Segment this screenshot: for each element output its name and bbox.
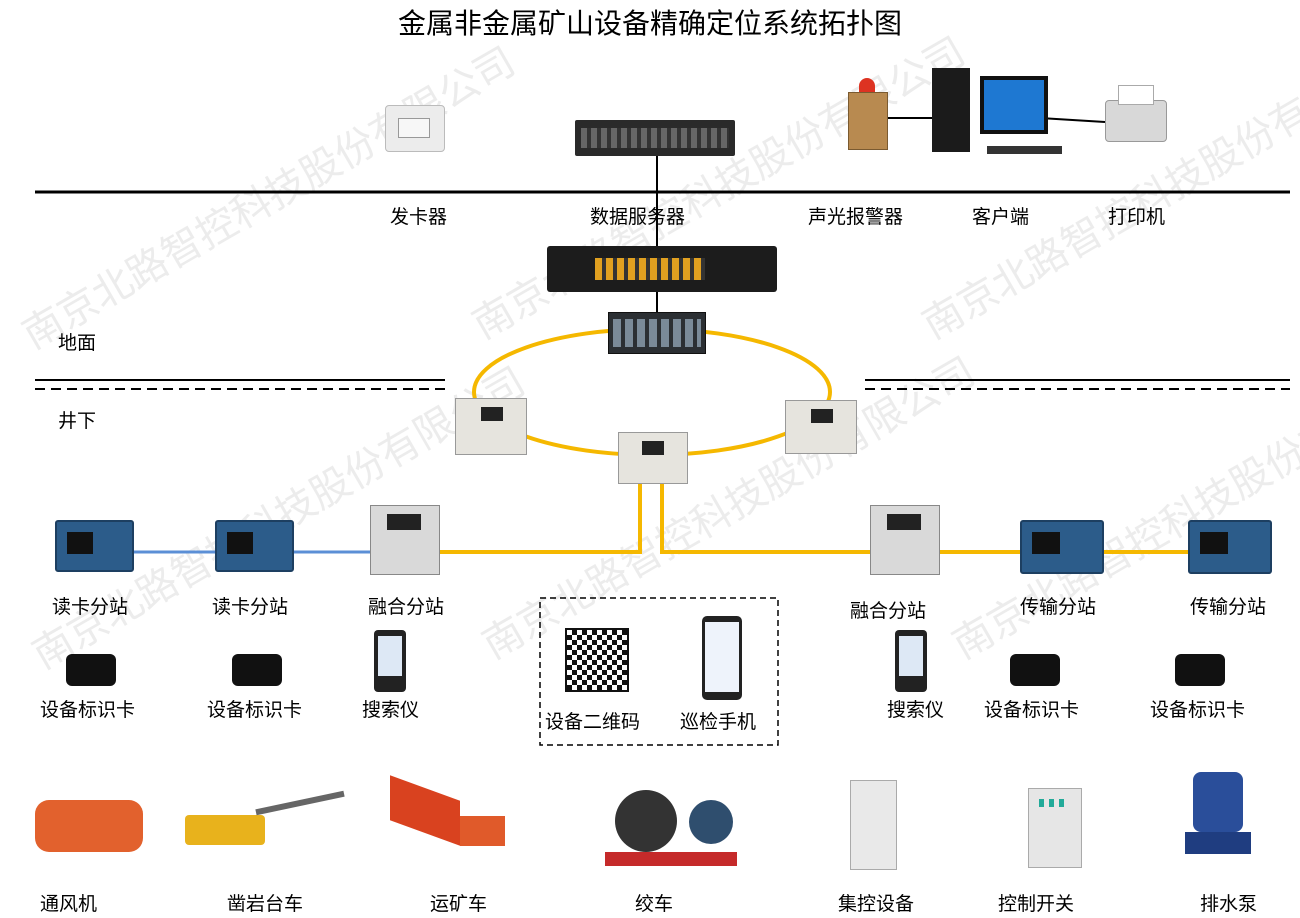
central-control-cabinet-icon (850, 780, 897, 870)
card-reader-station-icon (215, 520, 294, 572)
drain-pump-icon (1185, 772, 1255, 864)
alarm-label: 声光报警器 (808, 206, 904, 228)
qr-code-label: 设备二维码 (545, 711, 641, 733)
inspection-phone-label: 巡检手机 (680, 711, 757, 733)
finder-right-label: 搜索仪 (887, 699, 945, 721)
finder-icon (895, 630, 927, 692)
ring-node-left-icon (455, 398, 527, 455)
card-reader-station-icon (55, 520, 134, 572)
ring-node-center-icon (618, 432, 688, 484)
control-switch-label: 控制开关 (998, 893, 1075, 915)
mine-truck-label: 运矿车 (430, 893, 488, 915)
mine-truck-icon (390, 775, 508, 860)
finder-left-label: 搜索仪 (362, 699, 420, 721)
drain-pump-label: 排水泵 (1200, 893, 1258, 915)
device-tag-icon (1175, 654, 1225, 686)
surface-zone-label: 地面 (58, 332, 97, 354)
transfer-station-1-label: 传输分站 (1020, 596, 1097, 618)
device-tag-2-label: 设备标识卡 (207, 699, 303, 721)
drill-jumbo-label: 凿岩台车 (227, 893, 304, 915)
client-computer-icon (932, 68, 1062, 158)
control-switch-cabinet-icon (1028, 788, 1082, 868)
reader-station-1-label: 读卡分站 (52, 596, 129, 618)
device-tag-4-label: 设备标识卡 (1150, 699, 1246, 721)
device-tag-icon (1010, 654, 1060, 686)
qr-code-icon (565, 628, 629, 692)
card-issuer-label: 发卡器 (390, 206, 448, 228)
fan-label: 通风机 (40, 893, 98, 915)
device-tag-icon (66, 654, 116, 686)
ring-node-right-icon (785, 400, 857, 454)
device-tag-icon (232, 654, 282, 686)
printer-icon (1100, 80, 1170, 145)
device-tag-3-label: 设备标识卡 (984, 699, 1080, 721)
ring-hub-icon (608, 312, 706, 354)
underground-zone-label: 井下 (58, 410, 97, 432)
winch-icon (605, 780, 737, 868)
central-control-label: 集控设备 (838, 893, 915, 915)
fusion-station-left-label: 融合分站 (368, 596, 445, 618)
alarm-icon (848, 78, 888, 150)
network-switch-icon (547, 246, 777, 292)
fan-icon (35, 800, 143, 852)
transfer-station-2-label: 传输分站 (1190, 596, 1267, 618)
printer-label: 打印机 (1108, 206, 1166, 228)
fusion-station-right-label: 融合分站 (850, 600, 927, 622)
fusion-station-right-icon (870, 505, 940, 575)
client-label: 客户端 (972, 206, 1030, 228)
diagram-title: 金属非金属矿山设备精确定位系统拓扑图 (397, 7, 902, 40)
device-tag-1-label: 设备标识卡 (40, 699, 136, 721)
data-server-label: 数据服务器 (590, 206, 686, 228)
card-issuer-icon (385, 105, 445, 152)
winch-label: 绞车 (635, 893, 674, 915)
fusion-station-left-icon (370, 505, 440, 575)
transfer-station-icon (1188, 520, 1272, 574)
inspection-phone-icon (702, 616, 742, 700)
drill-jumbo-icon (185, 790, 345, 850)
transfer-station-icon (1020, 520, 1104, 574)
finder-icon (374, 630, 406, 692)
reader-station-2-label: 读卡分站 (212, 596, 289, 618)
server-icon (575, 120, 735, 156)
